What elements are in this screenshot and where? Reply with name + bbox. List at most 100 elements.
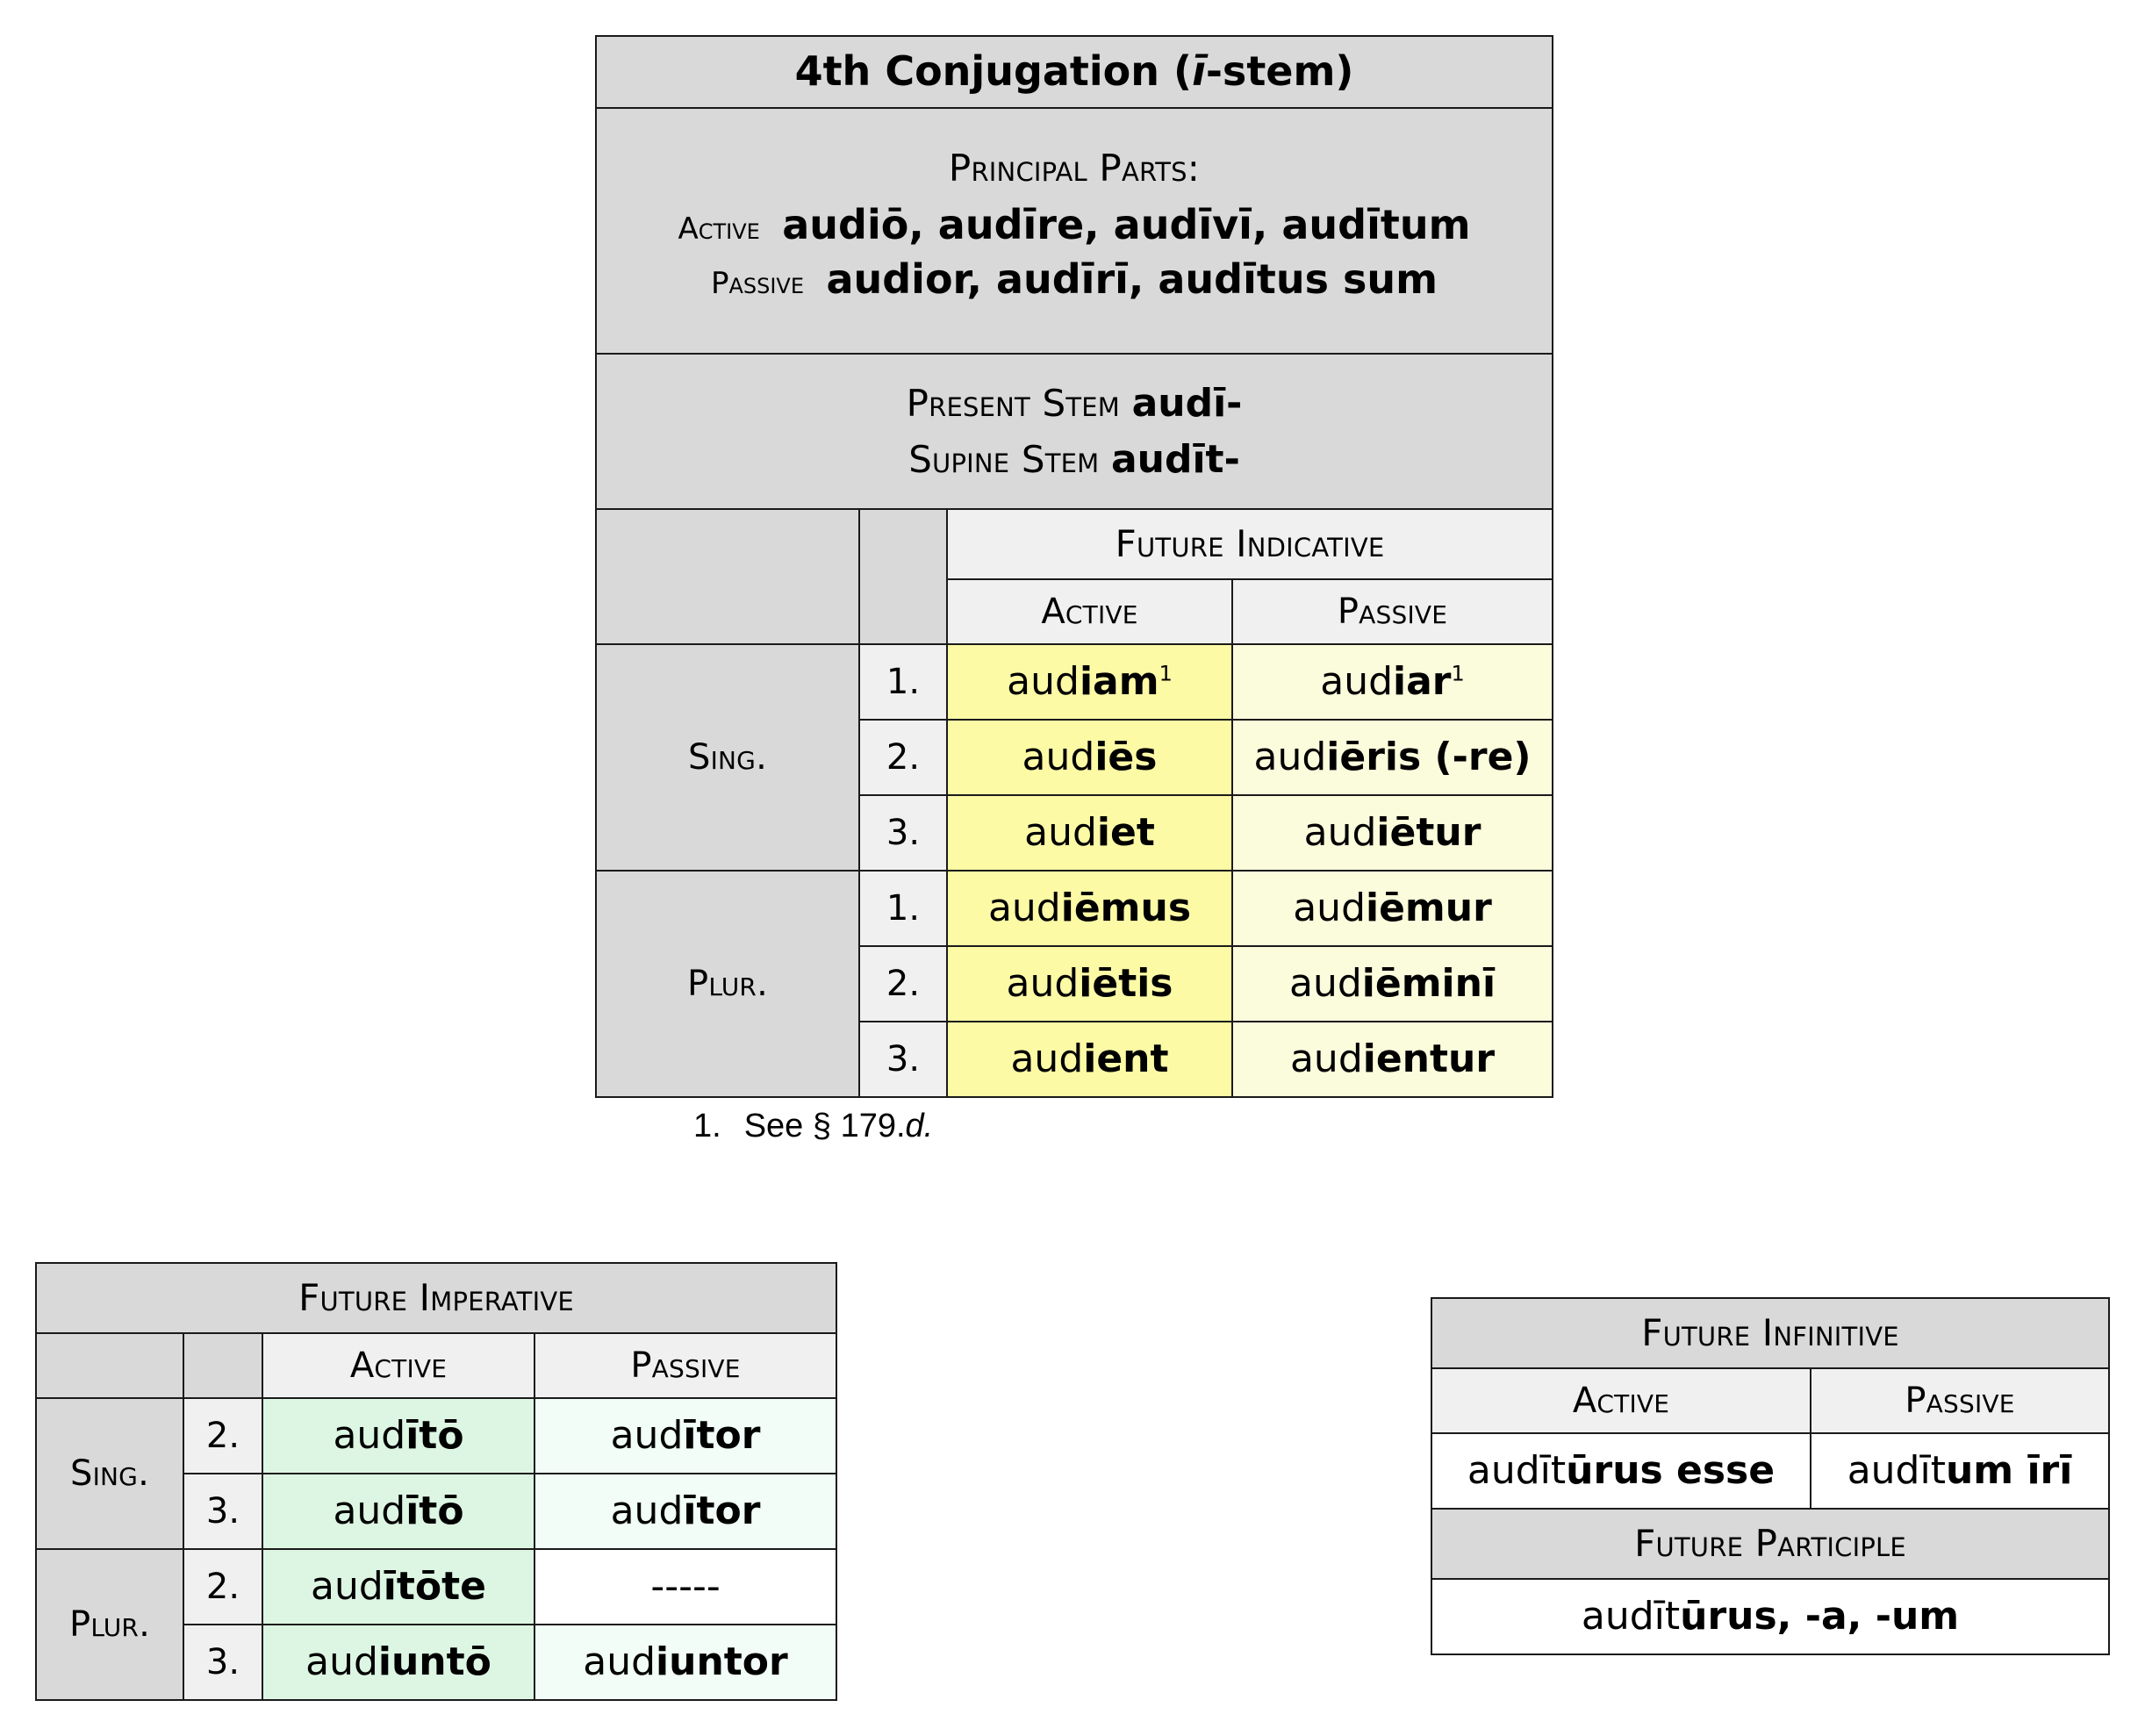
section-header-row: Future Imperative xyxy=(34,1262,838,1334)
person-number: 3. xyxy=(183,1624,263,1701)
table-row: audītūrus esse audītum īrī xyxy=(1431,1432,2111,1510)
form-ending: ītor xyxy=(683,1413,761,1459)
group-label-singular: Sing. xyxy=(35,1397,184,1550)
form-stem: aud xyxy=(1006,961,1080,1007)
table-row: audītūrus, -a, -um xyxy=(1430,1578,2111,1655)
group-label-plural: Plur. xyxy=(595,870,860,1098)
verb-form-active: audītō xyxy=(262,1397,535,1474)
form-ending: iēmur xyxy=(1366,886,1492,931)
infinitive-form-passive: audītum īrī xyxy=(1809,1432,2111,1510)
section-header-future-infinitive: Future Infinitive xyxy=(1430,1297,2111,1369)
verb-form-passive: audiar1 xyxy=(1230,643,1554,721)
verb-form-passive: audientur xyxy=(1230,1021,1554,1098)
title-stem-letter: ī xyxy=(1192,47,1206,96)
stems-row: Present Stem audī- Supine Stem audīt- xyxy=(594,353,1554,510)
form-ending: iētis xyxy=(1079,961,1173,1007)
form-ending: iēs xyxy=(1094,735,1158,780)
form-ending: iuntor xyxy=(656,1639,788,1685)
form-ending: iēris (-re) xyxy=(1326,735,1532,780)
table-row: Sing. 1. aud iam 1 audiar1 xyxy=(595,643,1554,872)
table-row: Sing. 2. audītō audītor xyxy=(35,1397,838,1550)
principal-parts-row: Principal Parts: Active audiō, audīre, a… xyxy=(594,107,1554,355)
verb-form-active: audiuntō xyxy=(262,1624,535,1701)
form-ending: ītor xyxy=(683,1489,761,1534)
form-ending: ītōte xyxy=(383,1564,486,1610)
person-number: 2. xyxy=(858,719,948,796)
verb-form-passive: audītor xyxy=(533,1473,838,1550)
footnote-marker: 1 xyxy=(1451,661,1465,686)
form-ending: iētur xyxy=(1376,810,1481,856)
corner-spacer-number xyxy=(858,508,948,645)
person-number: 3. xyxy=(858,794,948,872)
form-ending: iar xyxy=(1393,659,1452,705)
person-number: 3. xyxy=(858,1021,948,1098)
person-number: 2. xyxy=(858,945,948,1022)
form-ending: iam xyxy=(1079,659,1159,705)
footnote: 1.See § 179.d. xyxy=(693,1108,933,1145)
group-label-singular: Sing. xyxy=(595,643,860,872)
principal-parts-heading: Principal Parts: xyxy=(948,146,1201,190)
principal-parts-active: Active audiō, audīre, audīvī, audītum xyxy=(597,202,1552,248)
person-number: 2. xyxy=(183,1548,263,1625)
table-row: 3. audient audientur xyxy=(596,1021,1554,1098)
page-title: 4th Conjugation (ī-stem) xyxy=(594,35,1554,109)
column-header-passive: Passive xyxy=(533,1332,838,1399)
form-ending: iēminī xyxy=(1361,961,1496,1007)
participle-form: audītūrus, -a, -um xyxy=(1430,1578,2111,1655)
form-stem: aud xyxy=(311,1564,384,1610)
future-indicative-table: 4th Conjugation (ī-stem) Principal Parts… xyxy=(594,35,1554,1098)
verb-form-active: audītōte xyxy=(262,1548,535,1625)
form-ending: iēmus xyxy=(1060,886,1192,931)
verb-form-active: audiēs xyxy=(946,719,1233,796)
participle-header-row: Future Participle xyxy=(1430,1508,2111,1580)
form-ending: iet xyxy=(1096,810,1155,856)
section-header-future-indicative: Future Indicative xyxy=(945,508,1554,580)
form-stem: aud xyxy=(610,1489,684,1534)
voice-label-active: Active xyxy=(678,212,760,247)
table-row: Plur. 1. audiēmus audiēmur xyxy=(595,870,1554,1098)
verb-form-passive: audītor xyxy=(533,1397,838,1474)
present-stem-line: Present Stem audī- xyxy=(597,382,1552,425)
stems-block: Present Stem audī- Supine Stem audīt- xyxy=(594,353,1554,510)
verb-form-active: audiet xyxy=(946,794,1233,872)
supine-stem-value: audīt- xyxy=(1110,436,1240,482)
form-stem: audīt xyxy=(1467,1448,1567,1494)
form-stem: aud xyxy=(1010,1037,1084,1082)
future-infinitive-table: Future Infinitive Active Passive audītūr… xyxy=(1430,1297,2111,1655)
future-imperative-table: Future Imperative Active Passive Sing. 2… xyxy=(34,1262,838,1701)
form-ending: ūrus esse xyxy=(1566,1448,1776,1494)
column-header-passive: Passive xyxy=(1809,1367,2111,1434)
form-ending: iuntō xyxy=(377,1639,491,1685)
verb-form-active: audītō xyxy=(262,1473,535,1550)
verb-form-active: audient xyxy=(946,1021,1233,1098)
present-stem-value: audī- xyxy=(1131,381,1243,427)
form-stem: audīt xyxy=(1847,1448,1946,1494)
form-stem: aud xyxy=(1320,659,1394,705)
group-label-plural: Plur. xyxy=(35,1548,184,1701)
section-header-future-participle: Future Participle xyxy=(1430,1508,2111,1580)
verb-form-active: audiēmus xyxy=(946,870,1233,947)
form-stem: aud xyxy=(610,1413,684,1459)
form-stem: aud xyxy=(333,1489,406,1534)
column-header-active: Active xyxy=(262,1332,535,1399)
form-stem: aud xyxy=(305,1639,378,1685)
form-stem: audīt xyxy=(1581,1594,1681,1639)
form-stem: aud xyxy=(1022,735,1095,780)
title-suffix: -stem) xyxy=(1205,47,1354,96)
person-number: 2. xyxy=(183,1397,263,1474)
form-ending: ientur xyxy=(1362,1037,1496,1082)
form-stem: aud xyxy=(1303,810,1377,856)
infinitive-form-active: audītūrus esse xyxy=(1431,1432,1811,1510)
form-stem: aud xyxy=(1253,735,1327,780)
column-header-active: Active xyxy=(1431,1367,1811,1434)
person-number: 1. xyxy=(858,643,948,721)
principal-parts-passive-forms: audior, audīrī, audītus sum xyxy=(826,255,1438,303)
column-header-row: Active Passive xyxy=(35,1332,838,1399)
present-stem-label: Present Stem xyxy=(906,382,1132,426)
form-stem: aud xyxy=(1024,810,1097,856)
form-stem: aud xyxy=(333,1413,406,1459)
column-header-row: Active Passive xyxy=(1431,1367,2111,1434)
section-header-row: Future Infinitive xyxy=(1430,1297,2111,1369)
corner-spacer xyxy=(595,508,860,645)
verb-form-passive: audiēris (-re) xyxy=(1230,719,1554,796)
